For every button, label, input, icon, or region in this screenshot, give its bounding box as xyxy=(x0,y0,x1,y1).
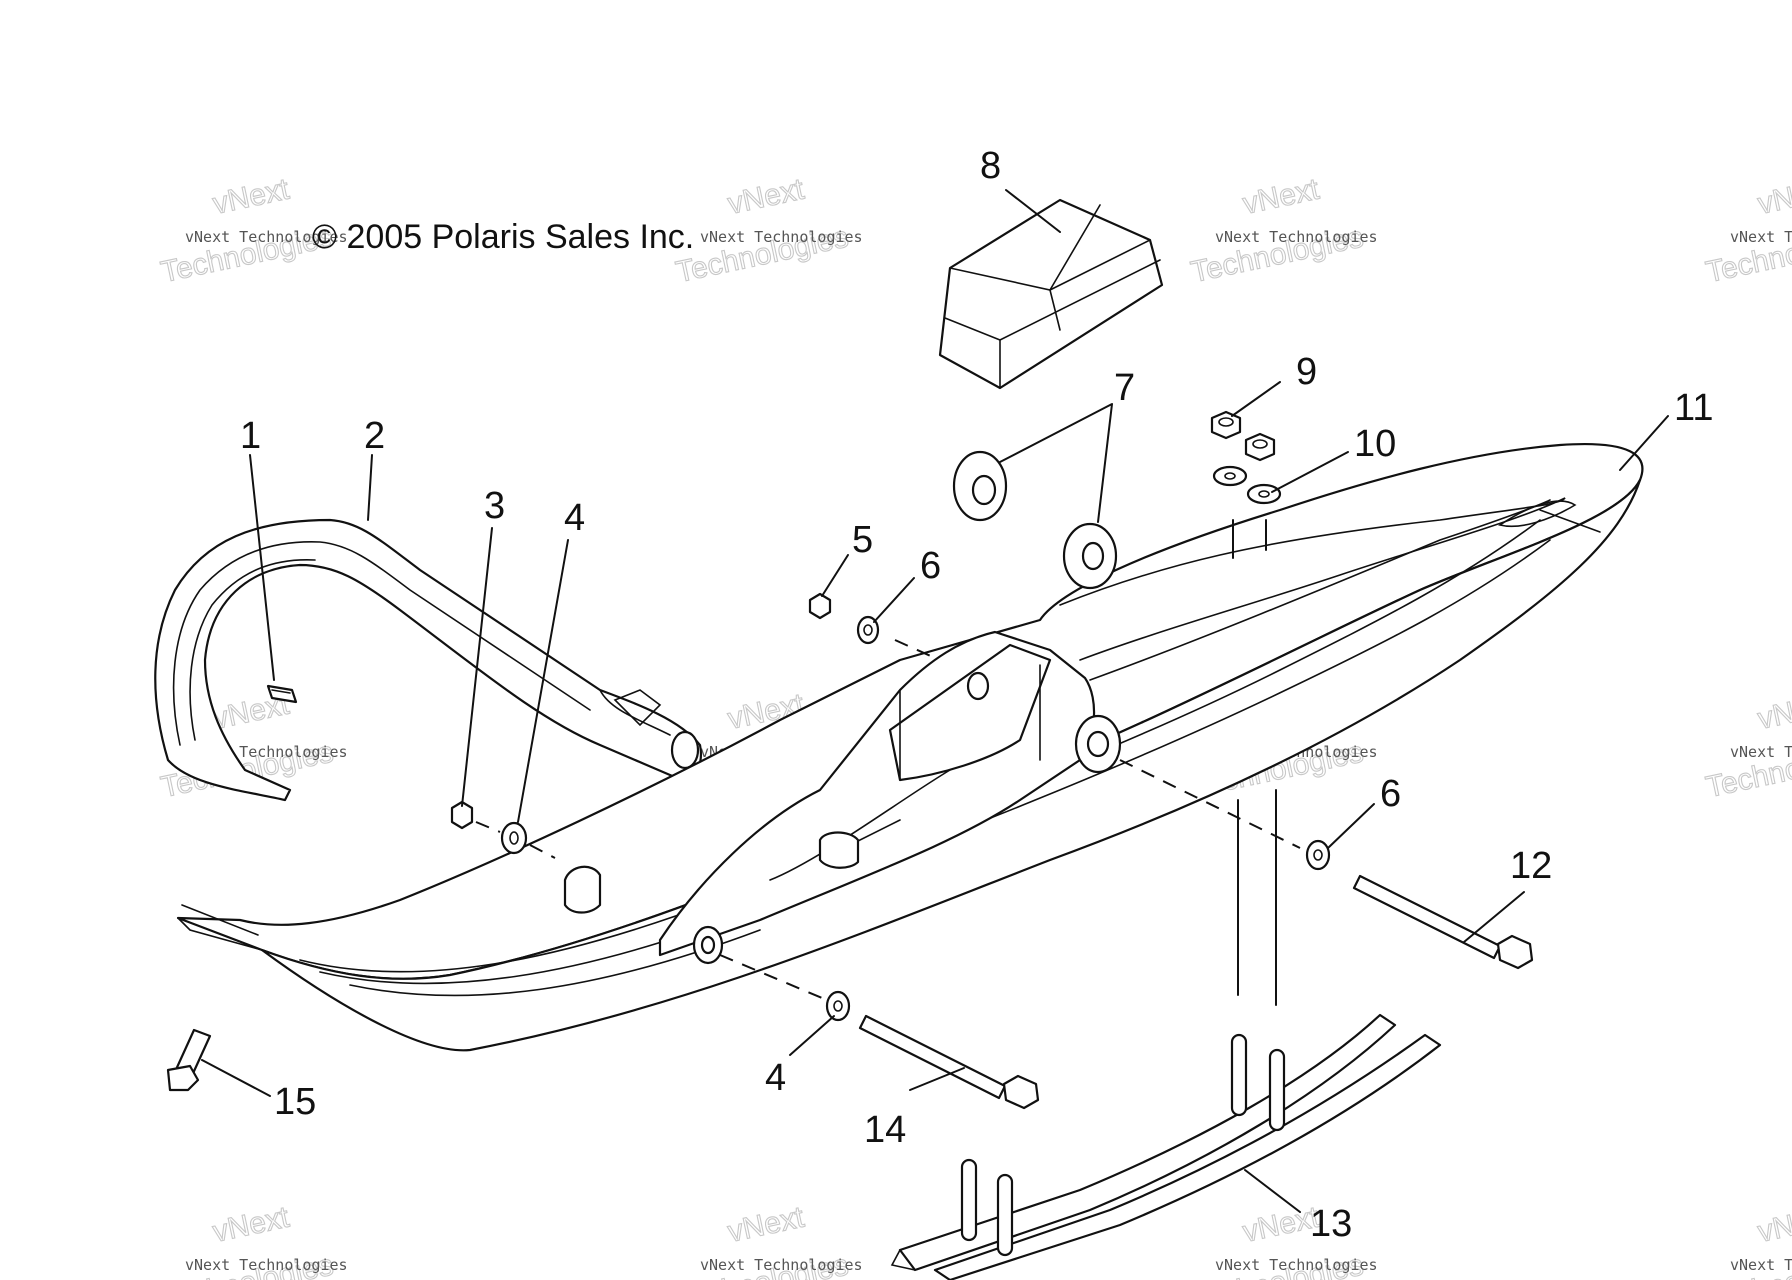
watermark: vNext Technologies vNext Technologies xyxy=(1702,172,1792,290)
part-6-washer-right xyxy=(1119,759,1331,871)
part-12-bolt xyxy=(1352,874,1534,970)
part-15-bolt xyxy=(166,1028,212,1092)
watermark-small-text: vNext Technologies xyxy=(1215,1256,1378,1274)
watermark-big-line-1: vNext xyxy=(210,1201,293,1249)
watermark-small-text: vNext Technologies xyxy=(1730,228,1792,246)
part-1-clip xyxy=(266,684,298,704)
callout-4: 4 xyxy=(564,497,585,539)
watermark-big-line-1: vNext xyxy=(1755,688,1792,736)
part-4-washer-bottom xyxy=(719,954,851,1022)
callout-12: 12 xyxy=(1510,845,1552,887)
watermark-small-text: vNext Technologies xyxy=(1730,1256,1792,1274)
part-13-carbide-runners xyxy=(890,789,1442,1280)
callout-14: 14 xyxy=(864,1109,906,1151)
watermark-big-line-1: vNext xyxy=(210,173,293,221)
part-6-washer-top xyxy=(856,615,936,659)
callout-4-bottom: 4 xyxy=(765,1057,786,1099)
watermark: vNext Technologies vNext Technologies xyxy=(157,1200,348,1280)
watermark-big-line-1: vNext xyxy=(1755,1201,1792,1249)
part-11-ski-saddle xyxy=(563,630,1122,965)
watermark-small-text: vNext Technologies xyxy=(1730,743,1792,761)
part-9-nuts xyxy=(1210,410,1276,462)
watermark-small-text: vNext Technologies xyxy=(185,1256,348,1274)
callout-3: 3 xyxy=(484,485,505,527)
watermark-big-line-1: vNext xyxy=(1240,173,1323,221)
callout-1: 1 xyxy=(240,415,261,457)
part-8-ski-bumper xyxy=(938,198,1164,390)
copyright-text: © 2005 Polaris Sales Inc. xyxy=(312,218,694,256)
callout-15: 15 xyxy=(274,1081,316,1123)
callout-2: 2 xyxy=(364,415,385,457)
watermark: vNext Technologies vNext Technologies xyxy=(672,1200,863,1280)
leader-lines xyxy=(201,189,1669,1213)
part-2-ski-loop-handle xyxy=(154,518,703,802)
watermark: vNext Technologies vNext Technologies xyxy=(157,172,348,290)
callout-labels: 1 2 3 4 5 6 7 8 9 10 11 6 12 13 14 15 4 xyxy=(240,145,1713,1245)
watermark-small-text: vNext Technologies xyxy=(185,228,348,246)
callout-7: 7 xyxy=(1114,367,1135,409)
callout-6: 6 xyxy=(920,545,941,587)
part-10-washers xyxy=(1212,465,1282,559)
watermark: vNext Technologies vNext Technologies xyxy=(1702,687,1792,805)
watermark: vNext Technologies vNext Technologies xyxy=(1702,1200,1792,1280)
watermark-big-line-1: vNext xyxy=(725,173,808,221)
part-7-washers xyxy=(952,450,1118,590)
callout-11: 11 xyxy=(1674,387,1713,429)
callout-6-right: 6 xyxy=(1380,773,1401,815)
watermark-big-line-1: vNext xyxy=(725,1201,808,1249)
watermark: vNext Technologies vNext Technologies xyxy=(672,172,863,290)
watermark-small-text: vNext Technologies xyxy=(700,1256,863,1274)
watermark-small-text: vNext Technologies xyxy=(1215,228,1378,246)
callout-8: 8 xyxy=(980,145,1001,187)
watermark-small-text: vNext Technologies xyxy=(700,228,863,246)
watermark: vNext Technologies vNext Technologies xyxy=(1187,172,1378,290)
callout-5: 5 xyxy=(852,519,873,561)
part-5-nut xyxy=(808,592,832,620)
callout-10: 10 xyxy=(1354,423,1396,465)
callout-9: 9 xyxy=(1296,351,1317,393)
watermark-big-line-1: vNext xyxy=(1755,173,1792,221)
part-4-washer-left xyxy=(475,821,556,859)
part-14-bolt xyxy=(858,1014,1040,1110)
callout-13: 13 xyxy=(1310,1203,1352,1245)
